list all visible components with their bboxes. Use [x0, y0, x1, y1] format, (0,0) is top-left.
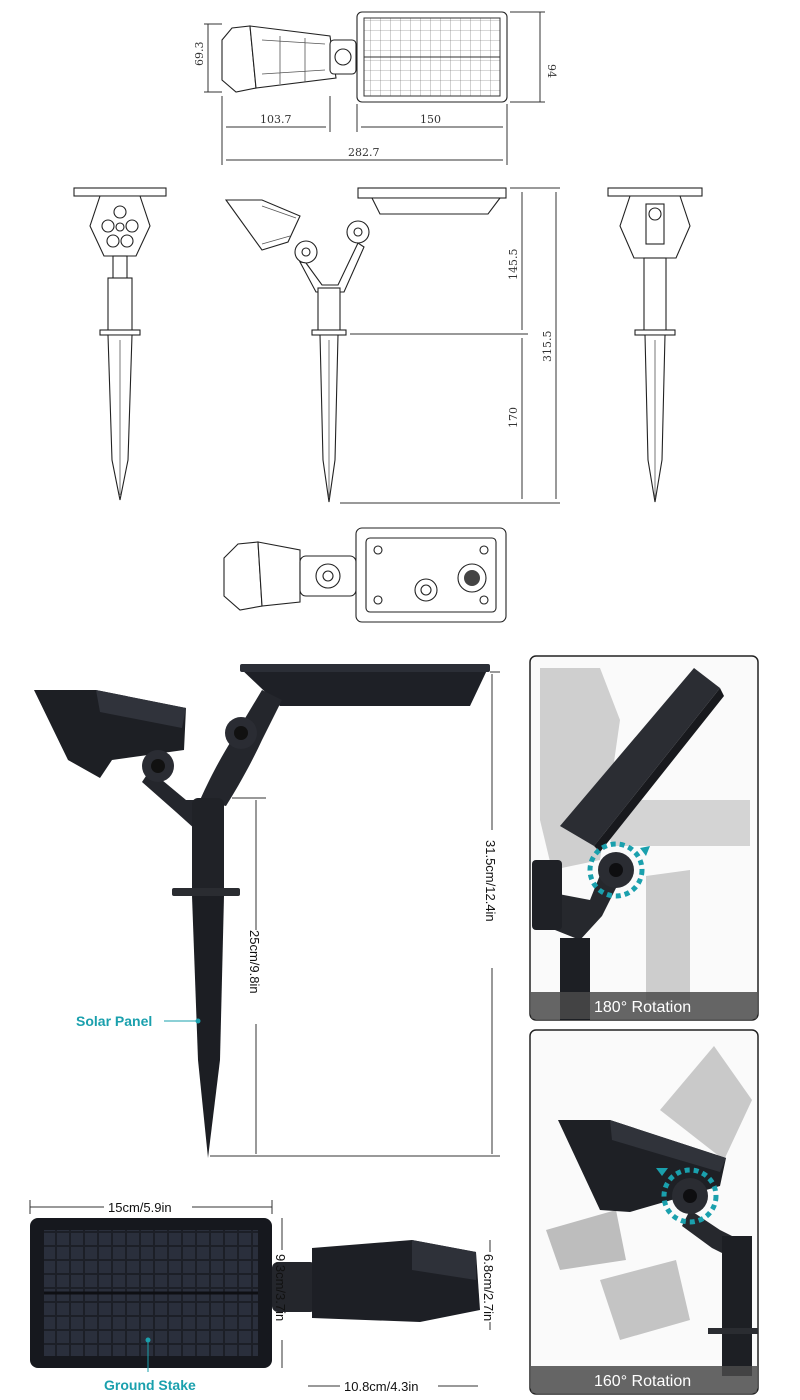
dim-height-right: 94 — [545, 64, 558, 78]
light-width-label: 10.8cm/4.3in — [344, 1379, 418, 1394]
side-view-main: 145.5 170 315.5 — [224, 187, 560, 504]
front-view — [73, 187, 167, 501]
stake-height-label: 25cm/9.8in — [247, 930, 262, 994]
panel-height-label: 9.3cm/3.7in — [273, 1254, 288, 1321]
callout-panel: Ground Stake — [104, 1377, 196, 1393]
top-view-drawing: 69.3 94 103.7 150 282.7 — [193, 11, 558, 165]
bottom-view-drawing — [223, 527, 507, 623]
rotation-caption-2: 160° Rotation — [594, 1373, 691, 1390]
panel-width-label: 15cm/5.9in — [108, 1200, 172, 1215]
rotation-caption-1: 180° Rotation — [594, 999, 691, 1016]
assembled-light-photo: 25cm/9.8in 31.5cm/12.4in Solar Panel — [34, 664, 500, 1158]
panel-topdown-photo: 15cm/5.9in 9.3cm/3.7in 6.8cm/2.7in 10.8c… — [29, 1200, 496, 1394]
dim-total-width: 282.7 — [348, 146, 380, 159]
dim-upper: 145.5 — [507, 249, 520, 281]
dim-height-left: 69.3 — [193, 42, 206, 67]
light-height-label: 6.8cm/2.7in — [481, 1254, 496, 1321]
dim-lower: 170 — [507, 407, 520, 428]
dim-total-height: 315.5 — [541, 331, 554, 363]
total-height-label: 31.5cm/12.4in — [483, 840, 498, 922]
dim-panel-width: 150 — [420, 113, 441, 126]
dim-light-width: 103.7 — [260, 113, 292, 126]
rotation-panel-180: 180° Rotation — [529, 655, 759, 1021]
callout-stake: Solar Panel — [76, 1013, 152, 1029]
rotation-panel-160: 160° Rotation — [529, 1029, 759, 1395]
back-view — [607, 187, 703, 503]
side-views-drawing: 145.5 170 315.5 — [73, 187, 703, 504]
